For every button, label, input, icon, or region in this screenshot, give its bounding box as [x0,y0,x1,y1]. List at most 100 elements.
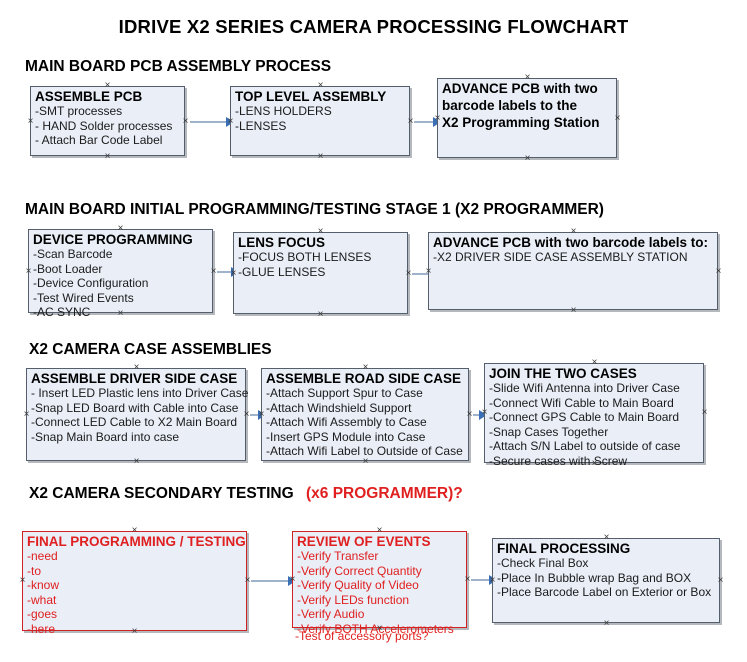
handle-top[interactable] [590,358,599,367]
box-advance-pcb-to-programming-station[interactable]: ADVANCE PCB with two barcode labels to t… [437,78,617,158]
section-header-text: X2 CAMERA CASE ASSEMBLIES [29,341,272,358]
box-line: -Boot Loader [33,261,103,276]
box-final-programming-testing[interactable]: FINAL PROGRAMMING / TESTING -need -to -k… [22,531,247,636]
handle-top[interactable] [361,363,370,372]
box-line: -SMT processes [35,104,123,118]
box-line: barcode labels to the [442,98,578,113]
box-line: -Snap LED Board with Cable into Case [31,400,239,415]
box-review-of-events[interactable]: REVIEW OF EVENTS -Verify Transfer -Verif… [292,531,467,636]
page-title: IDRIVE X2 SERIES CAMERA PROCESSING FLOWC… [118,16,629,37]
handle-top[interactable] [375,526,384,535]
section-header-initial-programming: MAIN BOARD INITIAL PROGRAMMING/TESTING S… [25,201,604,219]
box-line: -need [27,549,58,563]
handle-top[interactable] [569,227,578,236]
handle-top[interactable] [316,227,325,236]
handle-left[interactable] [424,267,433,276]
handle-right[interactable] [181,117,190,126]
box-title: REVIEW OF EVENTS [297,534,431,549]
handle-top[interactable] [602,533,611,542]
box-line: -GLUE LENSES [238,264,326,279]
box-line: -Attach Wifi Label to Outside of Case [266,444,463,459]
handle-bottom[interactable] [103,152,112,161]
handle-top[interactable] [103,81,112,90]
box-title: ASSEMBLE ROAD SIDE CASE [266,371,462,386]
section-header-text: MAIN BOARD PCB ASSEMBLY PROCESS [25,58,332,75]
box-line: -here [27,621,56,636]
handle-left[interactable] [433,114,442,123]
handle-top[interactable] [316,81,325,90]
box-line: -Attach Wifi Assembly to Case [266,415,427,430]
handle-right[interactable] [716,576,725,585]
box-title: FINAL PROGRAMMING / TESTING [27,534,246,549]
box-line: - Insert LED Plastic lens into Driver Ca… [31,386,249,400]
box-line: -Verify LEDs function [297,592,410,607]
handle-top[interactable] [116,224,125,233]
box-line-overflow: -Test of accessory ports? [295,629,429,643]
box-title: ASSEMBLE DRIVER SIDE CASE [31,371,238,386]
handle-right[interactable] [714,267,723,276]
handle-left[interactable] [488,576,497,585]
box-line: -Attach Support Spur to Case [266,386,423,400]
handle-right[interactable] [613,114,622,123]
box-line: -Attach Windshield Support [266,400,412,415]
handle-left[interactable] [26,117,35,126]
handle-bottom[interactable] [523,154,532,163]
handle-bottom[interactable] [375,624,384,633]
box-advance-pcb-to-driver-side[interactable]: ADVANCE PCB with two barcode labels to: … [428,232,718,310]
connector-device-to-lens-focus [217,271,233,273]
box-assemble-pcb[interactable]: ASSEMBLE PCB -SMT processes - HAND Solde… [30,86,185,156]
box-line: -Connect LED Cable to X2 Main Board [31,415,238,430]
box-device-programming[interactable]: DEVICE PROGRAMMING -Scan Barcode -Boot L… [28,229,213,319]
box-line: -LENSES [235,118,287,133]
section-header-case-assemblies: X2 CAMERA CASE ASSEMBLIES [29,341,272,359]
box-line: -Test Wired Events [33,290,134,305]
box-join-the-two-cases[interactable]: JOIN THE TWO CASES -Slide Wifi Antenna i… [484,363,704,468]
box-line: -Insert GPS Module into Case [266,429,426,444]
handle-top[interactable] [523,73,532,82]
handle-left[interactable] [229,269,238,278]
handle-bottom[interactable] [569,306,578,315]
connector-top-level-to-advance [414,121,436,123]
connector-driver-to-road [250,414,262,416]
box-line: -Verify Correct Quantity [297,563,422,578]
box-line: -know [27,578,60,593]
box-line: -LENS HOLDERS [235,104,332,118]
box-line: -goes [27,607,58,622]
handle-right[interactable] [700,408,709,417]
handle-left[interactable] [480,408,489,417]
handle-bottom[interactable] [130,627,139,636]
handle-top[interactable] [130,526,139,535]
handle-bottom[interactable] [316,310,325,319]
handle-left[interactable] [24,267,33,276]
handle-top[interactable] [132,363,141,372]
box-title: ASSEMBLE PCB [35,89,143,104]
section-header-text: MAIN BOARD INITIAL PROGRAMMING/TESTING S… [25,201,604,218]
section-header-text: X2 CAMERA SECONDARY TESTING [29,485,294,502]
box-top-level-assembly[interactable]: TOP LEVEL ASSEMBLY -LENS HOLDERS -LENSES [230,86,410,156]
handle-bottom[interactable] [132,457,141,466]
handle-bottom[interactable] [590,459,599,468]
box-final-processing[interactable]: FINAL PROCESSING -Check Final Box -Place… [492,538,720,623]
handle-bottom[interactable] [116,309,125,318]
box-line: -Snap Cases Together [489,424,609,439]
handle-left[interactable] [226,117,235,126]
box-assemble-road-side-case[interactable]: ASSEMBLE ROAD SIDE CASE -Attach Support … [261,368,469,461]
box-line: -Verify Transfer [297,549,379,563]
handle-bottom[interactable] [602,619,611,628]
box-lens-focus[interactable]: LENS FOCUS -FOCUS BOTH LENSES -GLUE LENS… [233,232,408,314]
box-title: ADVANCE PCB with two [442,81,598,96]
handle-bottom[interactable] [361,457,370,466]
section-header-main-board-pcb: MAIN BOARD PCB ASSEMBLY PROCESS [25,58,331,76]
handle-left[interactable] [288,575,297,584]
box-assemble-driver-side-case[interactable]: ASSEMBLE DRIVER SIDE CASE - Insert LED P… [26,368,249,461]
handle-left[interactable] [22,410,31,419]
box-line: -X2 DRIVER SIDE CASE ASSEMBLY STATION [433,250,688,264]
box-line: -Place In Bubble wrap Bag and BOX [497,570,692,585]
box-line: -Connect GPS Cable to Main Board [489,410,680,425]
handle-bottom[interactable] [316,152,325,161]
box-title: FINAL PROCESSING [497,541,631,556]
handle-left[interactable] [257,410,266,419]
handle-left[interactable] [18,576,27,585]
section-header-secondary-testing: X2 CAMERA SECONDARY TESTING (x6 PROGRAMM… [29,485,463,503]
